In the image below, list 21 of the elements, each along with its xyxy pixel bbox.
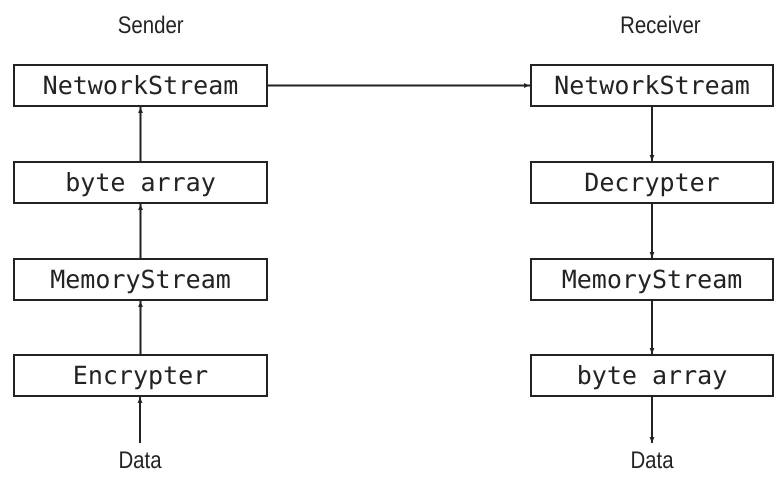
process-box: NetworkStream bbox=[530, 64, 774, 107]
arrow bbox=[138, 397, 142, 443]
process-box: Decrypter bbox=[530, 161, 774, 204]
data-label: Data bbox=[622, 443, 682, 479]
process-box: byte array bbox=[13, 161, 268, 204]
column-heading: Sender bbox=[118, 12, 184, 40]
arrow bbox=[650, 204, 654, 258]
arrow bbox=[138, 301, 143, 354]
process-box: MemoryStream bbox=[13, 258, 268, 301]
process-box: NetworkStream bbox=[13, 64, 268, 107]
arrow bbox=[138, 107, 143, 161]
process-box: byte array bbox=[530, 354, 774, 397]
column-heading: Receiver bbox=[620, 12, 701, 40]
arrow bbox=[650, 107, 654, 161]
arrow bbox=[138, 204, 143, 258]
process-box: Encrypter bbox=[13, 354, 268, 397]
arrow bbox=[650, 397, 654, 443]
data-label: Data bbox=[110, 443, 170, 479]
arrow bbox=[268, 83, 530, 88]
arrow bbox=[650, 301, 654, 354]
process-box: MemoryStream bbox=[530, 258, 774, 301]
